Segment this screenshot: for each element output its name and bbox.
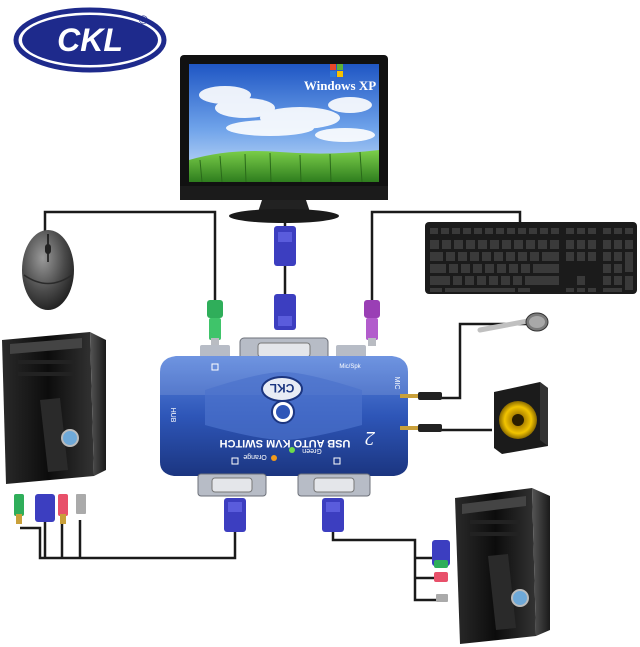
left-pc-cable-bus [20,525,235,558]
speaker [494,382,548,454]
vga-connector-right-bottom [322,498,344,532]
led-green-label: Green [302,447,322,454]
microphone [480,313,548,331]
vga-connector-left-bottom [224,498,246,532]
ps2-green-connector [207,300,223,346]
pc-tower-right [455,488,550,644]
logo-text: CKL [57,22,123,58]
power-button-right [512,590,528,606]
right-pc-connectors [432,540,450,602]
vga-connector-mid [274,294,296,330]
vga-connector-top [274,226,296,266]
kvm-bottom-port-1 [198,474,266,496]
mic-cable [440,324,530,398]
kvm-badge-text: CKL [270,381,295,395]
ps2-purple-connector [364,300,380,346]
ckl-logo: CKL ® [16,10,164,70]
registered-mark: ® [139,13,148,27]
left-pc-connectors [14,494,86,524]
monitor-screen-text: Windows XP [304,78,376,93]
power-button-left [62,430,78,446]
kvm-label: USB AUTO KVM SWITCH [220,437,351,449]
pc-tower-left [2,332,106,484]
mouse [22,230,74,310]
lcd-monitor: Windows XP [180,55,388,223]
right-pc-cable-bus [333,520,440,600]
side-label-hub: HUB [169,408,176,423]
kvm-bottom-port-2 [298,474,370,496]
top-port-label: Mic/Spk [339,364,361,370]
keyboard [425,222,637,294]
kvm-switch: CKL USB AUTO KVM SWITCH 2 Orange Green H… [160,338,408,496]
side-label-mic: MIC [393,377,400,390]
kvm-port-count: 2 [365,427,375,449]
led-orange-label: Orange [243,453,266,460]
